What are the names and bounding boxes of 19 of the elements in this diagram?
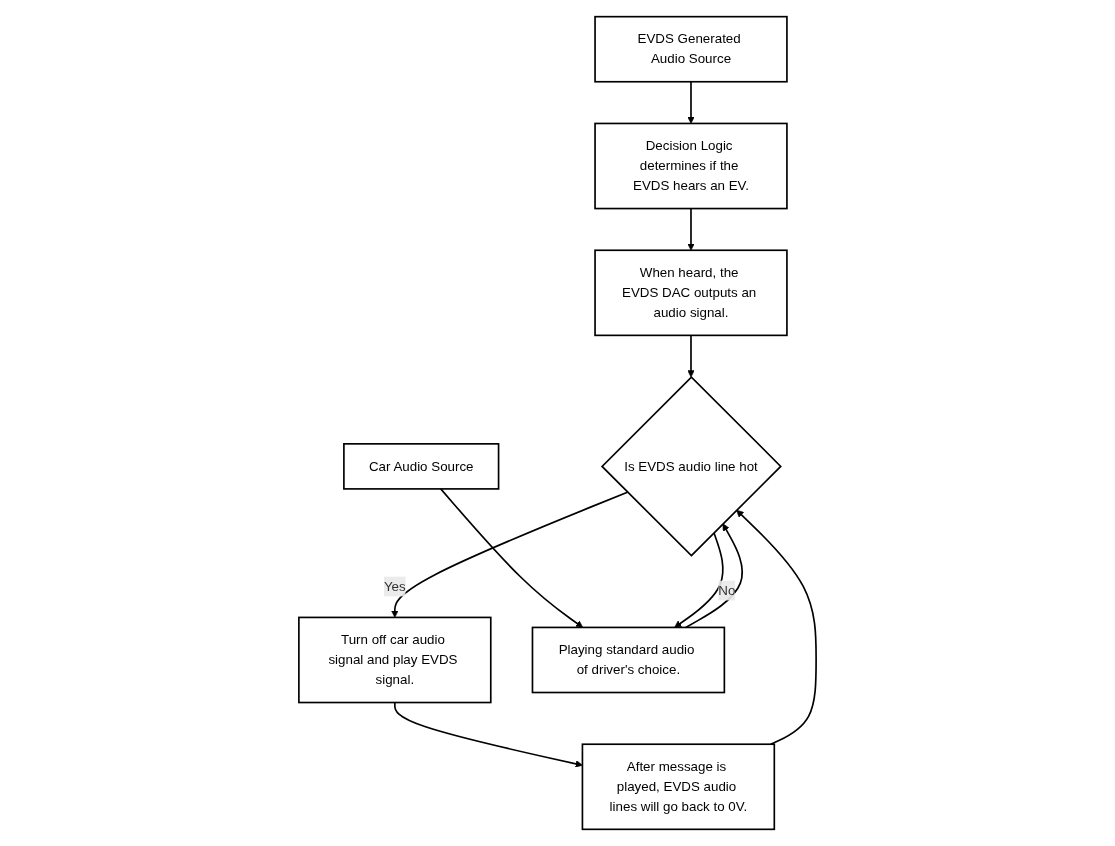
arrow (687, 207, 695, 251)
node-box: When heard, the EVDS DAC outputs an audio signal. (594, 249, 788, 337)
node-box: Playing standard audio of driver's choice. (531, 626, 726, 694)
arrow (684, 523, 743, 629)
arrow (736, 509, 817, 746)
arrow (391, 491, 629, 618)
arrow (439, 488, 584, 628)
edge-label: Yes (383, 579, 406, 594)
node-box: Decision Logic determines if the EVDS hears an EV. (594, 122, 788, 210)
node-box: EVDS Generated Audio Source (594, 15, 788, 83)
node-diamond: Is EVDS audio line hot (600, 375, 782, 557)
node-box: Car Audio Source (343, 443, 500, 490)
node-box: After message is played, EVDS audio lines will go back to 0V. (581, 743, 776, 831)
arrow (687, 334, 695, 378)
arrow (687, 80, 695, 124)
node-box: Turn off car audio signal and play EVDS signal. (298, 616, 492, 704)
edge-label: No (718, 583, 736, 598)
arrow (674, 531, 724, 628)
arrow (394, 701, 583, 768)
